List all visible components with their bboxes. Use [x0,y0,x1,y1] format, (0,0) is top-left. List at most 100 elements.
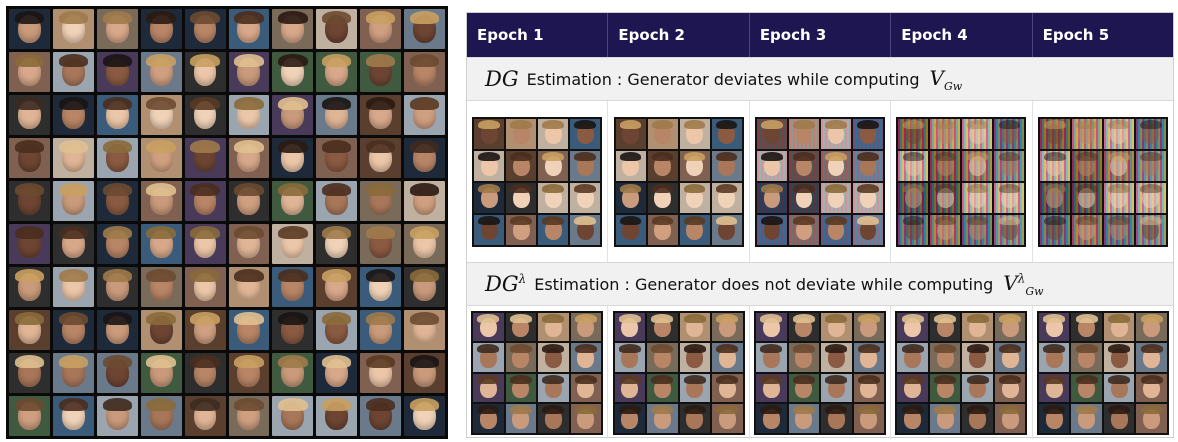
sample-tile [1103,214,1134,245]
face-tile [52,353,94,393]
sample-tile [505,373,537,402]
sample-tile [679,182,710,213]
header-epoch-3: Epoch 3 [750,13,892,57]
sample-tile [853,182,884,213]
sample-tile [614,312,646,341]
sample-tile [994,118,1025,149]
sample-tile [929,404,961,433]
face-tile [9,310,50,350]
face-tile [52,396,94,436]
sample-tile [615,150,646,181]
face-tile [184,138,226,178]
sample-tile [570,373,602,402]
sample-tile [1103,343,1135,372]
sample-tile [962,343,993,372]
dg-epoch-5-samples [1037,116,1168,247]
face-tile [404,267,445,307]
face-tile [316,310,358,350]
sample-tile [1136,404,1167,433]
math-v-lambda-gw: VλGw [1003,270,1044,298]
sample-tile [756,343,787,372]
face-tile [52,310,94,350]
sample-tile [930,118,961,149]
face-tile [272,9,314,49]
sample-tile [538,373,569,402]
sample-tile [788,373,820,402]
face-tile [272,224,314,264]
dgl-epoch-5-cell [1033,306,1173,439]
face-tile [272,95,314,135]
sample-tile [647,312,678,341]
face-tile [316,181,358,221]
header-epoch-5: Epoch 5 [1042,26,1110,44]
sample-tile [788,312,820,341]
face-tile [404,224,445,264]
sample-tile [1039,150,1070,181]
sample-tile [474,118,505,149]
dgl-epoch-4-cell [891,306,1033,439]
sample-tile [647,214,678,245]
sample-tile [570,404,602,433]
face-tile [316,95,358,135]
face-tile [52,224,94,264]
face-tile [404,353,445,393]
header-epoch-4: Epoch 4 [891,13,1033,57]
face-tile [184,267,226,307]
sample-tile [712,373,743,402]
sample-tile [929,373,961,402]
sample-tile [570,118,601,149]
face-tile [404,181,445,221]
sample-tile [570,343,602,372]
sample-tile [711,182,742,213]
sample-tile [788,404,820,433]
dg-epoch-5-cell [1033,101,1173,262]
sample-tile [1071,118,1102,149]
face-tile [96,310,138,350]
sample-tile [821,312,852,341]
face-tile [96,138,138,178]
face-tile [404,9,445,49]
sample-tile [962,404,993,433]
sample-tile [711,214,742,245]
section-text-dg-lambda: Estimation : Generator does not deviate … [534,274,994,294]
sample-tile [679,150,710,181]
sample-tile [1038,343,1070,372]
table-header-row: Epoch 1 Epoch 2 Epoch 3 Epoch 4 Epoch 5 [467,13,1173,57]
face-tile [96,9,138,49]
sample-tile [898,118,929,149]
face-tile [52,52,94,92]
sample-tile [757,214,788,245]
face-tile [140,9,182,49]
face-tile [228,9,270,49]
sample-tile [994,343,1026,372]
sample-tile [853,373,885,402]
sample-tile [570,312,602,341]
sample-tile [1135,182,1166,213]
face-tile [9,224,50,264]
sample-tile [789,182,820,213]
face-tile [140,310,182,350]
face-tile [96,181,138,221]
sample-tile [821,343,852,372]
sample-tile [897,404,928,433]
face-tile [9,52,50,92]
sample-tile [570,214,601,245]
face-tile [228,310,270,350]
face-tile [96,224,138,264]
sample-tile [538,214,569,245]
face-tile [52,138,94,178]
sample-tile [473,373,504,402]
sample-tile [897,343,928,372]
face-tile [184,310,226,350]
sample-tile [1136,343,1167,372]
sample-tile [897,312,928,341]
sample-tile [853,118,884,149]
sample-tile [994,404,1026,433]
sample-tile [789,214,820,245]
face-tile [272,396,314,436]
dgl-epoch-2-cell [608,306,750,439]
sample-tile [994,182,1025,213]
sample-tile [474,150,505,181]
face-tile [360,95,402,135]
sample-tile [474,182,505,213]
